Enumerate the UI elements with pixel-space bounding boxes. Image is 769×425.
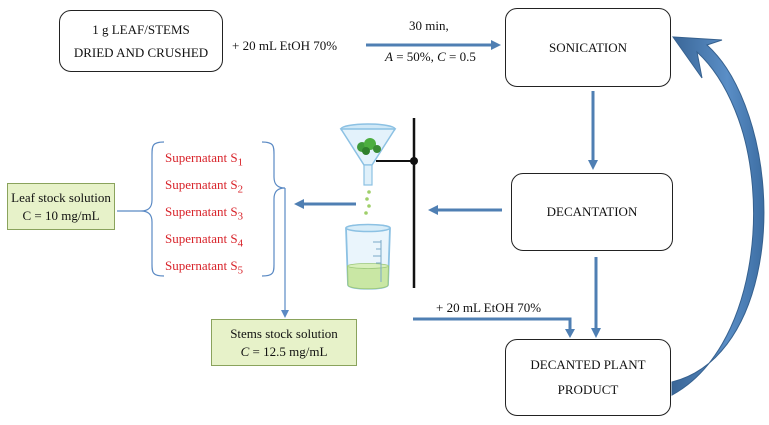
start-box: 1 g LEAF/STEMS DRIED AND CRUSHED bbox=[59, 10, 223, 72]
filtration-stand bbox=[376, 118, 418, 288]
beaker-icon bbox=[345, 223, 391, 290]
param-c-var: C bbox=[437, 49, 446, 64]
supernatant-index: 5 bbox=[237, 264, 243, 277]
supernatant-label: Supernatant S bbox=[165, 258, 238, 273]
arrow-filter-to-supernatants bbox=[294, 199, 356, 209]
supernatant-label: Supernatant S bbox=[165, 231, 238, 246]
supernatant-item: Supernatant S2 bbox=[165, 177, 243, 196]
supernatant-label: Supernatant S bbox=[165, 204, 238, 219]
funnel-icon bbox=[339, 123, 397, 186]
supernatant-index: 4 bbox=[237, 237, 243, 250]
drops-icon bbox=[364, 190, 371, 215]
stems-stock-box: Stems stock solution C = 12.5 mg/mL bbox=[211, 319, 357, 366]
param-c-value: = 0.5 bbox=[445, 49, 476, 64]
supernatant-label: Supernatant S bbox=[165, 150, 238, 165]
add-etoh-top-label: + 20 mL EtOH 70% bbox=[232, 38, 338, 53]
start-line-1: 1 g LEAF/STEMS bbox=[92, 21, 190, 37]
arrow-decantation-to-decanted bbox=[591, 257, 601, 338]
decanted-line-1: DECANTED PLANT bbox=[530, 356, 646, 372]
sonication-label: SONICATION bbox=[549, 39, 627, 55]
supernatant-item: Supernatant S5 bbox=[165, 258, 243, 277]
supernatant-item: Supernatant S1 bbox=[165, 150, 243, 169]
param-a-var: A bbox=[385, 49, 393, 64]
leaf-stock-line-2: C = 10 mg/mL bbox=[22, 207, 100, 223]
sonication-time-label: 30 min, bbox=[409, 18, 449, 33]
leaf-stock-line-1: Leaf stock solution bbox=[11, 189, 111, 205]
supernatant-label: Supernatant S bbox=[165, 177, 238, 192]
arrow-sonication-to-decantation bbox=[588, 91, 598, 170]
supernatant-index: 1 bbox=[237, 156, 243, 169]
param-a-value: = 50%, bbox=[392, 49, 438, 64]
supernatant-item: Supernatant S4 bbox=[165, 231, 243, 250]
decanted-product-box: DECANTED PLANT PRODUCT bbox=[505, 339, 671, 416]
add-etoh-bottom-label: + 20 mL EtOH 70% bbox=[436, 300, 542, 315]
leaf-stock-box: Leaf stock solution C = 10 mg/mL bbox=[7, 183, 115, 230]
sonication-params-label: A = 50%, C = 0.5 bbox=[385, 49, 476, 65]
start-line-2: DRIED AND CRUSHED bbox=[73, 45, 209, 60]
supernatant-index: 2 bbox=[237, 183, 243, 196]
stems-stock-var: C bbox=[240, 343, 250, 359]
supernatant-item: Supernatant S3 bbox=[165, 204, 243, 223]
leaf-bracket bbox=[140, 141, 165, 277]
stems-stock-value: = 12.5 mg/mL bbox=[249, 343, 328, 359]
decanted-line-2: PRODUCT bbox=[557, 381, 619, 397]
decantation-label: DECANTATION bbox=[546, 204, 638, 220]
stems-bracket-arrowhead bbox=[281, 310, 289, 318]
stems-bracket bbox=[261, 141, 286, 277]
decantation-box: DECANTATION bbox=[511, 173, 673, 251]
sonication-box: SONICATION bbox=[505, 8, 671, 87]
arrow-to-sonication bbox=[366, 40, 501, 50]
stems-stock-line-2: C = 12.5 mg/mL bbox=[241, 343, 328, 361]
arrow-add-etoh-bottom bbox=[413, 317, 575, 338]
supernatant-index: 3 bbox=[237, 210, 243, 223]
arrow-decantation-to-filter bbox=[428, 205, 502, 215]
stems-stock-line-1: Stems stock solution bbox=[230, 325, 338, 341]
recycle-curved-arrow bbox=[671, 36, 765, 396]
